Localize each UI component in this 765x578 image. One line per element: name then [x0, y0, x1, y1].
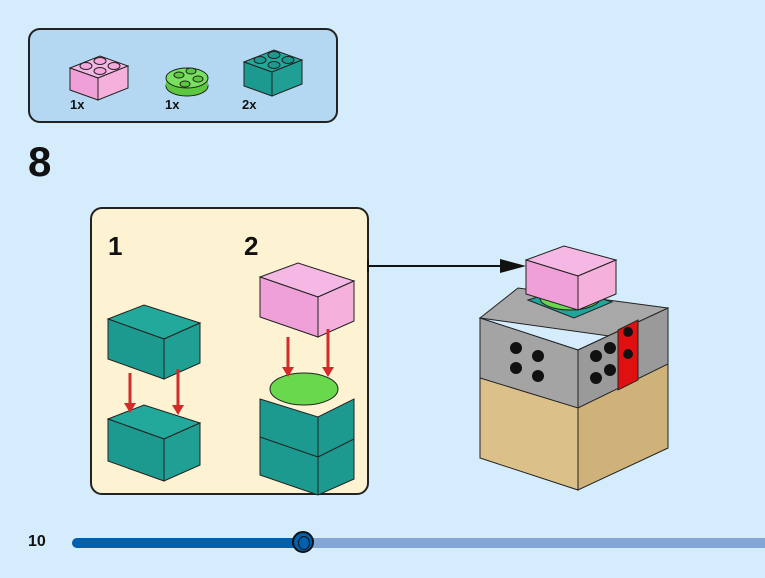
page-number: 10 — [28, 533, 46, 550]
teal-brick-icon — [242, 49, 304, 97]
substep-number: 1 — [108, 231, 123, 261]
quantity-label: 1x — [165, 97, 180, 112]
progress-bar-fill — [72, 538, 303, 548]
substep-illustration — [106, 262, 356, 496]
arrow-right-icon — [367, 259, 526, 273]
quantity-label: 1x — [70, 97, 85, 112]
substep-number: 2 — [244, 231, 259, 261]
step-number: 8 — [28, 138, 52, 185]
part-green-round-plate: 1x — [155, 38, 235, 118]
substep-panel: 1 2 — [90, 207, 369, 496]
teal-brick-icon — [106, 404, 202, 482]
pink-brick-icon — [258, 262, 356, 338]
pink-brick-icon — [68, 55, 130, 101]
green-round-plate-icon — [165, 67, 209, 97]
progress-bar[interactable] — [72, 531, 765, 553]
progress-bar-handle[interactable] — [292, 531, 314, 553]
assembled-model-illustration — [478, 245, 670, 491]
teal-brick-icon — [106, 304, 202, 380]
parts-list-panel: 1x 1x 2x — [28, 28, 338, 123]
part-pink-brick: 1x — [60, 38, 140, 118]
green-round-plate-icon — [269, 372, 339, 406]
quantity-label: 2x — [242, 97, 257, 112]
part-teal-brick: 2x — [238, 38, 318, 118]
teal-brick-icon — [259, 398, 355, 496]
